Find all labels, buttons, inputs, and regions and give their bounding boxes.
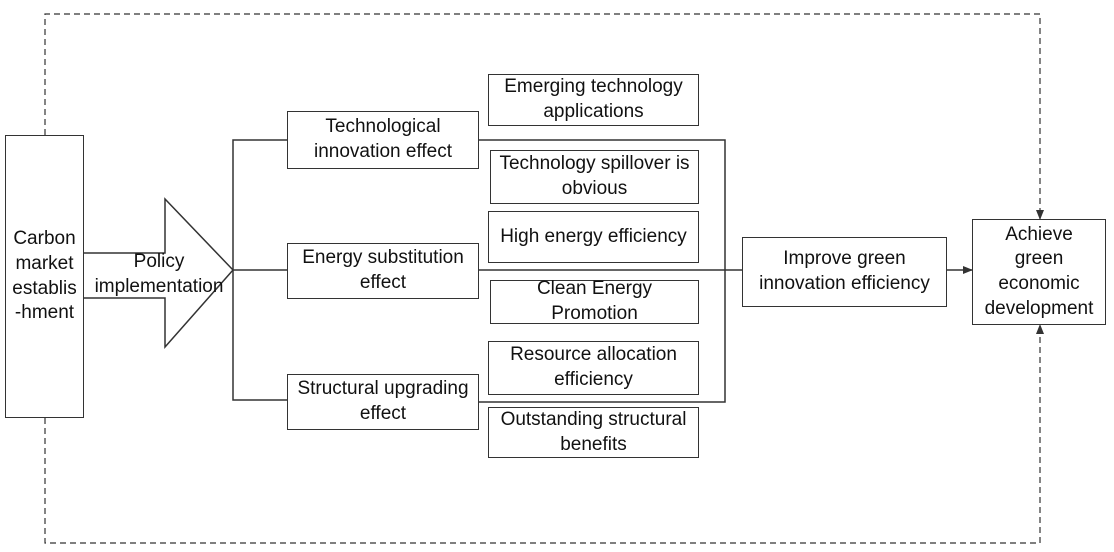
structural-upgrading-effect-box: Structural upgrading effect	[287, 374, 479, 430]
carbon-market-box: Carbon market establis -hment	[5, 135, 84, 418]
achieve-green-development-box: Achieve green economic development	[972, 219, 1106, 325]
dashed-feedback-loop-bottom	[44, 324, 1044, 544]
technology-spillover-box: Technology spillover is obvious	[490, 150, 699, 204]
carbon-market-label: Carbon market establis -hment	[12, 228, 77, 324]
energy-substitution-effect-box: Energy substitution effect	[287, 243, 479, 299]
outstanding-structural-box: Outstanding structural benefits	[488, 407, 699, 458]
emerging-technology-box: Emerging technology applications	[488, 74, 699, 126]
effects-bracket	[232, 139, 287, 401]
high-energy-efficiency-box: High energy efficiency	[488, 211, 699, 263]
improve-green-efficiency-box: Improve green innovation efficiency	[742, 237, 947, 307]
right-bracket	[479, 139, 726, 403]
technological-innovation-effect-box: Technological innovation effect	[287, 111, 479, 169]
dashed-feedback-loop	[44, 13, 1044, 220]
resource-allocation-box: Resource allocation efficiency	[488, 341, 699, 395]
clean-energy-promotion-box: Clean Energy Promotion	[490, 278, 699, 324]
policy-implementation-label: Policy implementation	[94, 251, 224, 297]
